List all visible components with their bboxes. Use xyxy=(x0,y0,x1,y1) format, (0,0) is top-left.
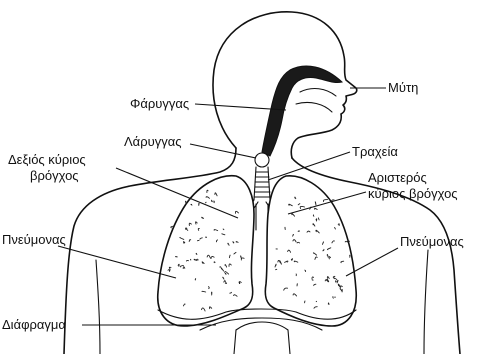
label-right-bronchus-line2: βρόγχος xyxy=(30,168,79,183)
label-trachea: Τραχεία xyxy=(352,144,398,159)
lung-texture-stroke xyxy=(206,202,207,203)
label-pharynx: Φάρυγγας xyxy=(130,96,189,111)
label-nose: Μύτη xyxy=(388,80,418,95)
lung-texture-stroke xyxy=(214,262,215,263)
lung-texture-stroke xyxy=(223,229,224,230)
larynx-shape xyxy=(255,153,269,167)
lung-texture-stroke xyxy=(313,215,314,216)
label-lung-left-side: Πνεύμονας xyxy=(2,232,66,247)
lung-texture-stroke xyxy=(191,204,192,205)
lung-texture-stroke xyxy=(212,200,213,202)
nasal-cavity xyxy=(262,66,342,156)
label-right-bronchus-line1: Δεξιός κύριος xyxy=(8,152,86,167)
lung-texture-stroke xyxy=(206,237,207,238)
lung-texture-stroke xyxy=(333,297,334,299)
label-lung-right-side: Πνεύμονας xyxy=(400,234,464,249)
lung-texture-stroke xyxy=(214,201,215,203)
lung-texture-stroke xyxy=(220,267,221,268)
lung-texture-stroke xyxy=(291,259,292,261)
trachea-shape xyxy=(254,167,270,200)
right-lung xyxy=(158,176,254,326)
lung-texture-stroke xyxy=(196,253,197,254)
label-diaphragm: Διάφραγμα xyxy=(2,317,66,332)
lung-texture-stroke xyxy=(185,201,186,203)
label-left-bronchus-line1: Αριστερός xyxy=(368,170,427,185)
lung-texture-stroke xyxy=(345,241,346,242)
lung-texture-stroke xyxy=(183,242,184,244)
label-larynx: Λάρυγγας xyxy=(124,134,181,149)
lung-texture-stroke xyxy=(176,256,178,257)
label-left-bronchus-line2: κύριος βρόγχος xyxy=(368,186,458,201)
lung-texture-stroke xyxy=(340,289,341,290)
lung-texture-stroke xyxy=(225,274,226,275)
lung-texture-stroke xyxy=(336,281,337,282)
lung-texture-stroke xyxy=(316,219,317,221)
lung-texture-stroke xyxy=(225,283,226,284)
lung-texture-stroke xyxy=(328,303,329,305)
